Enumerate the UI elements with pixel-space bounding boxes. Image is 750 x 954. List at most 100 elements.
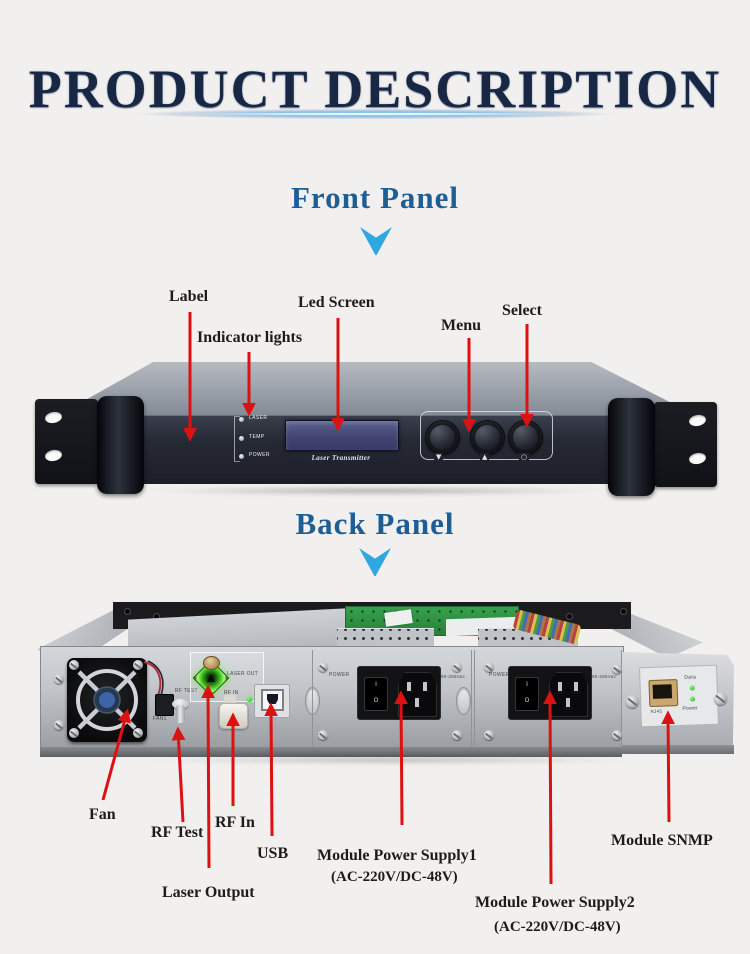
screw-hole xyxy=(124,608,131,615)
switch-on-mark: I xyxy=(526,681,528,688)
screw-hole xyxy=(688,451,707,466)
usb-status-led xyxy=(247,697,252,702)
back-panel-heading: Back Panel xyxy=(295,506,455,541)
psu1-ac-inlet xyxy=(398,672,437,717)
power-led xyxy=(690,696,696,702)
psu1-power-switch: I O xyxy=(364,677,388,711)
callout-rf-in: RF In xyxy=(215,814,255,831)
power-led-label: Power xyxy=(682,705,699,712)
thumbscrew-icon xyxy=(626,695,639,708)
ok-symbol: ○ xyxy=(519,453,530,461)
front-panel-heading: Front Panel xyxy=(291,180,459,215)
psu1-voltage-print: 90-265Vac xyxy=(441,674,466,679)
inlet-pin xyxy=(423,682,427,691)
laser-led xyxy=(239,417,244,422)
down-arrow-icon xyxy=(359,548,391,576)
indicator-bracket xyxy=(234,416,240,462)
callout-rf-test: RF Test xyxy=(151,824,204,841)
select-button xyxy=(508,420,543,455)
temp-led-label: TEMP xyxy=(249,434,265,440)
screw-hole xyxy=(688,413,707,428)
callout-psu1: Module Power Supply1 xyxy=(317,847,477,864)
chassis-bottom-lip xyxy=(40,747,622,757)
rf-in-connector xyxy=(219,703,248,729)
back-panel-photo: FAN1 RF TEST LASER OUT RF IN POWER I O xyxy=(35,595,735,767)
inlet-pin xyxy=(415,698,419,707)
callout-fan: Fan xyxy=(89,806,116,823)
laser-out-print: LASER OUT xyxy=(227,671,259,677)
callout-psu1-voltage: (AC-220V/DC-48V) xyxy=(331,869,458,885)
psu2-power-switch: I O xyxy=(515,677,539,711)
rf-in-connector-top xyxy=(224,695,236,704)
power-supply-module-2: POWER I O 90-265Vac xyxy=(474,650,622,747)
screw-hole xyxy=(620,608,627,615)
screw-icon xyxy=(54,720,64,730)
callout-psu2: Module Power Supply2 xyxy=(475,894,635,911)
thumbscrew-icon xyxy=(714,692,727,705)
module-slot-cutout xyxy=(456,687,471,715)
inlet-pin xyxy=(566,698,570,707)
screw-icon xyxy=(612,730,622,740)
temp-led xyxy=(239,436,244,441)
screw-hole xyxy=(566,613,573,620)
switch-on-mark: I xyxy=(375,681,377,688)
inlet-pin xyxy=(558,682,562,691)
screw-icon xyxy=(133,728,143,738)
power-led-label: POWER xyxy=(249,452,270,458)
screw-icon xyxy=(612,664,622,674)
screw-icon xyxy=(318,662,328,672)
rf-test-connector-barrel xyxy=(176,705,185,723)
callout-led-screen: Led Screen xyxy=(298,294,375,311)
indicator-lights-group: LASER TEMP POWER xyxy=(234,412,274,464)
callout-indicator-lights: Indicator lights xyxy=(197,329,303,346)
callout-usb: USB xyxy=(257,845,289,862)
switch-off-mark: O xyxy=(373,697,379,704)
laser-output-connector xyxy=(203,656,220,670)
callout-label: Label xyxy=(169,288,209,305)
led-screen xyxy=(285,420,399,451)
switch-off-mark: O xyxy=(524,697,530,704)
screw-icon xyxy=(69,660,79,670)
rf-test-print: RF TEST xyxy=(175,688,198,694)
power-supply-module-1: POWER I O 90-265Vac xyxy=(312,650,472,747)
screw-hole xyxy=(44,410,63,425)
chassis-bottom-lip xyxy=(622,745,734,754)
screw-icon xyxy=(54,674,64,684)
up-symbol: ▲ xyxy=(480,453,490,461)
callout-select: Select xyxy=(502,302,542,319)
rj45-print: RJ45 xyxy=(650,708,663,715)
fan xyxy=(67,658,147,742)
device-shadow xyxy=(55,486,697,496)
usb-slot xyxy=(267,694,278,704)
up-button xyxy=(470,420,505,455)
screw-icon xyxy=(318,730,328,740)
device-caption: Laser Transmitter xyxy=(311,454,371,462)
psu1-power-entry: I O xyxy=(357,666,441,720)
rf-in-print: RF IN xyxy=(224,690,239,696)
callout-psu2-voltage: (AC-220V/DC-48V) xyxy=(494,919,621,935)
laser-led-label: LASER xyxy=(249,415,268,421)
title-glow-divider xyxy=(75,108,675,120)
rf-test-connector xyxy=(172,699,189,709)
screw-icon xyxy=(484,662,494,672)
laser-arrow-glyph xyxy=(207,674,215,682)
screw-icon xyxy=(69,728,79,738)
down-arrow-icon xyxy=(360,227,392,255)
psu1-power-print: POWER xyxy=(329,672,350,678)
down-symbol: ▼ xyxy=(434,453,444,461)
inlet-pin xyxy=(407,682,411,691)
data-led xyxy=(689,685,695,691)
snmp-module: Data Power RJ45 xyxy=(638,664,720,728)
psu2-power-print: POWER xyxy=(489,672,510,678)
screw-icon xyxy=(452,730,462,740)
fan-connector xyxy=(155,694,174,716)
data-led-label: Data xyxy=(684,674,697,681)
screw-hole xyxy=(44,448,63,463)
callout-menu: Menu xyxy=(441,317,481,334)
usb-port xyxy=(261,689,284,711)
callout-snmp: Module SNMP xyxy=(611,832,713,849)
screw-icon xyxy=(484,730,494,740)
rack-ear-left xyxy=(35,399,98,484)
front-panel-photo: LASER TEMP POWER Laser Transmitter ▼ ▲ ○ xyxy=(35,360,717,500)
